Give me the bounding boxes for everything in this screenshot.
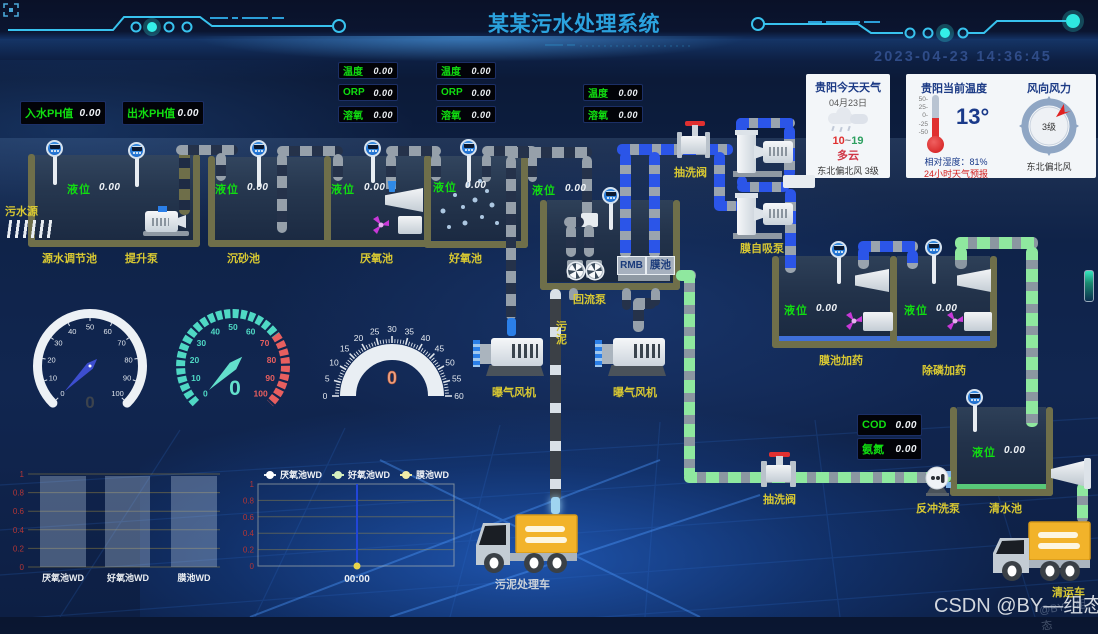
- svg-text:0: 0: [229, 377, 241, 400]
- svg-text:80: 80: [124, 355, 132, 364]
- svg-text:好氧池WD: 好氧池WD: [106, 572, 149, 583]
- svg-text:30: 30: [54, 339, 62, 348]
- svg-text:40: 40: [211, 326, 221, 336]
- svg-text:20: 20: [354, 333, 364, 343]
- svg-text:0.2: 0.2: [243, 546, 255, 555]
- svg-text:45: 45: [435, 344, 445, 354]
- svg-text:35: 35: [405, 326, 415, 336]
- svg-text:60: 60: [454, 391, 464, 401]
- svg-text:60: 60: [246, 326, 256, 336]
- svg-text:0: 0: [60, 389, 64, 398]
- svg-text:厌氧池WD: 厌氧池WD: [280, 469, 322, 480]
- svg-text:15: 15: [340, 344, 350, 354]
- svg-text:0.8: 0.8: [243, 496, 255, 505]
- svg-text:20: 20: [47, 355, 55, 364]
- svg-text:5: 5: [325, 374, 330, 384]
- svg-text:0.6: 0.6: [13, 507, 25, 516]
- svg-text:100: 100: [111, 389, 124, 398]
- svg-text:30: 30: [387, 324, 397, 334]
- svg-text:10: 10: [191, 373, 201, 383]
- svg-text:20: 20: [190, 355, 200, 365]
- svg-text:0: 0: [250, 562, 255, 571]
- svg-text:1: 1: [20, 470, 25, 479]
- svg-text:厌氧池WD: 厌氧池WD: [42, 572, 84, 583]
- svg-text:55: 55: [452, 374, 462, 384]
- svg-text:1: 1: [250, 480, 255, 489]
- svg-text:0.6: 0.6: [243, 513, 255, 522]
- svg-text:100: 100: [254, 389, 268, 399]
- svg-text:25: 25: [370, 326, 380, 336]
- svg-text:80: 80: [267, 355, 277, 365]
- svg-text:0: 0: [85, 393, 94, 412]
- svg-text:10: 10: [329, 358, 339, 368]
- svg-text:90: 90: [123, 374, 131, 383]
- svg-text:40: 40: [68, 327, 76, 336]
- svg-text:00:00: 00:00: [344, 574, 370, 585]
- svg-text:好氧池WD: 好氧池WD: [347, 469, 390, 480]
- svg-text:0: 0: [20, 563, 25, 572]
- svg-text:10: 10: [49, 374, 57, 383]
- svg-text:0: 0: [203, 389, 208, 399]
- svg-text:60: 60: [104, 327, 112, 336]
- svg-text:0: 0: [323, 391, 328, 401]
- svg-text:50: 50: [228, 322, 238, 332]
- svg-text:3级: 3级: [1042, 121, 1056, 132]
- svg-text:0.8: 0.8: [13, 489, 25, 498]
- svg-text:0.2: 0.2: [13, 544, 25, 553]
- svg-text:90: 90: [265, 373, 275, 383]
- svg-text:0.4: 0.4: [13, 526, 25, 535]
- svg-text:50: 50: [445, 358, 455, 368]
- svg-text:膜池WD: 膜池WD: [177, 572, 211, 583]
- svg-text:70: 70: [117, 339, 125, 348]
- svg-text:50: 50: [86, 323, 94, 332]
- svg-text:膜池WD: 膜池WD: [415, 469, 449, 480]
- svg-text:70: 70: [260, 338, 270, 348]
- svg-text:40: 40: [421, 333, 431, 343]
- svg-text:0.4: 0.4: [243, 529, 255, 538]
- svg-text:30: 30: [197, 338, 207, 348]
- svg-text:0: 0: [387, 368, 397, 388]
